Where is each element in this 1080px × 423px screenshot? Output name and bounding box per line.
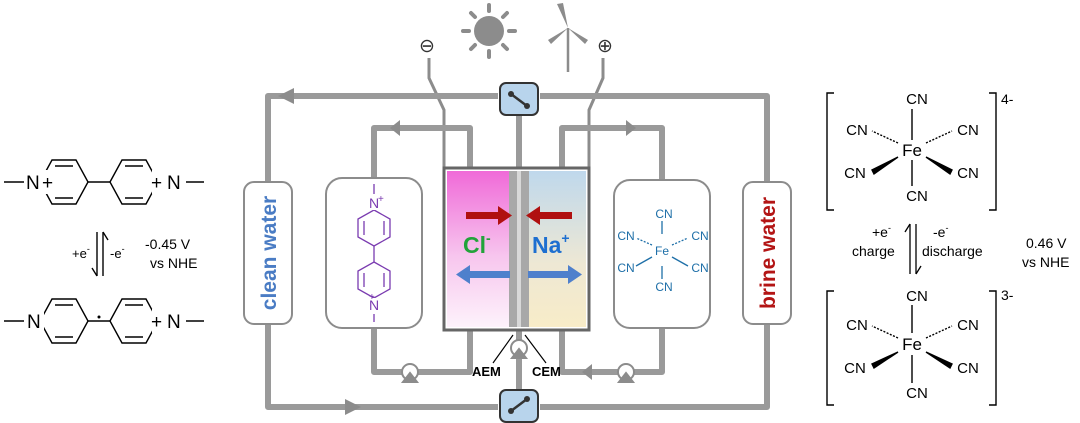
viologen-potential: -0.45 V [145, 236, 191, 252]
bottom-cn-upper-right: CN [957, 317, 979, 334]
center-channel [517, 171, 521, 327]
ferro-discharge-label: discharge [922, 243, 983, 259]
anolyte-pump-icon [400, 363, 420, 383]
top-cn-lower-left: CN [844, 165, 866, 182]
top-cn-top: CN [906, 91, 928, 108]
bottom-complex-charge: 3- [1001, 287, 1014, 303]
ferro-charge-label: charge [852, 243, 895, 259]
svg-text:-e-: -e- [933, 223, 948, 240]
svg-text:+e-: +e- [872, 223, 891, 240]
anolyte-plus-bottom: + [369, 292, 375, 303]
lower-n-right: N [167, 312, 181, 333]
catholyte-ferrocyanide-structure [635, 221, 689, 279]
desalination-cell: Cl- Na+ AEM CEM [442, 166, 591, 379]
cathode-compartment [529, 171, 586, 327]
positive-terminal-icon: ⊕ [597, 36, 613, 57]
catholyte-cn-lower-left: CN [617, 261, 634, 275]
lower-n-left: N [27, 312, 41, 333]
top-cn-upper-left: CN [846, 122, 868, 139]
viologen-labels: N + + N +e- -e- -0.45 V vs NHE N + N [24, 170, 197, 333]
brine-water-label: brine water [757, 197, 780, 309]
valve-switch-top[interactable] [499, 82, 539, 116]
catholyte-fe: Fe [655, 244, 669, 258]
flow-direction-arrows [278, 88, 636, 415]
top-complex-charge: 4- [1001, 91, 1014, 107]
svg-text:+e-: +e- [72, 244, 90, 261]
catholyte-tank: Fe CN CN CN CN CN CN [613, 179, 711, 329]
top-fe: Fe [902, 141, 922, 160]
sodium-charge: + [561, 230, 569, 246]
lower-plus-right: + [151, 312, 162, 333]
center-pump-icon [509, 339, 529, 359]
svg-text:Cl-: Cl- [463, 230, 491, 258]
valve-switch-bottom[interactable] [499, 389, 539, 423]
cem-membrane [521, 171, 529, 327]
red-converging-arrows [466, 206, 572, 225]
pump-icons [400, 339, 636, 383]
bottom-cn-upper-left: CN [846, 317, 868, 334]
aem-label: AEM [472, 364, 501, 379]
chloride-ion-label: Cl [463, 232, 486, 258]
ferro-reverse-sup: - [945, 223, 948, 233]
chloride-charge: - [486, 230, 491, 246]
bottom-cn-top: CN [906, 288, 928, 305]
catholyte-cn-lower-right: CN [691, 261, 708, 275]
catholyte-cn-upper-left: CN [617, 229, 634, 243]
anolyte-n-top: N [369, 195, 379, 211]
catholyte-cn-bottom: CN [655, 280, 672, 294]
svg-text:-e-: -e- [110, 244, 125, 261]
radical-dot [97, 315, 101, 319]
wind-turbine-icon [548, 3, 588, 72]
viologen-forward-label: +e [72, 246, 87, 261]
bottom-fe: Fe [902, 335, 922, 354]
ferro-potential: 0.46 V [1026, 235, 1067, 251]
ferro-reference: vs NHE [1022, 254, 1069, 270]
top-cn-bottom: CN [906, 188, 928, 205]
viologen-reverse-sup: - [122, 244, 125, 254]
blue-diverging-arrows [456, 265, 582, 284]
ferrocyanide-panel: Fe CN CN CN CN CN CN 4- +e- charge -e- d… [826, 91, 1069, 406]
aem-membrane [509, 171, 517, 327]
catholyte-cn-top: CN [655, 207, 672, 221]
viologen-equilibrium-arrows [91, 231, 109, 277]
clean-water-tank: clean water [243, 181, 293, 325]
catholyte-cn-upper-right: CN [691, 229, 708, 243]
bottom-cn-lower-right: CN [957, 360, 979, 377]
upper-n-right: N [167, 173, 181, 194]
bottom-cn-lower-left: CN [844, 360, 866, 377]
upper-n-left: N [26, 173, 40, 194]
anode-compartment [447, 171, 509, 327]
ferro-forward-sup: - [888, 223, 891, 233]
ferricyanide-structure [826, 290, 997, 406]
svg-text:Na+: Na+ [532, 230, 570, 258]
sodium-ion-label: Na [532, 232, 562, 258]
upper-plus-left: + [42, 173, 53, 194]
viologen-reverse-label: -e [110, 246, 122, 261]
brine-water-tank: brine water [742, 181, 792, 325]
cem-label: CEM [532, 364, 561, 379]
flow-pipes [265, 93, 770, 410]
bottom-cn-bottom: CN [906, 385, 928, 402]
ferrocyanide-structure [826, 92, 997, 211]
ferro-forward-label: +e [872, 224, 888, 240]
anolyte-tank: N + N + [325, 177, 423, 329]
clean-water-label: clean water [258, 196, 281, 310]
upper-plus-right: + [151, 173, 162, 194]
membrane-callouts [492, 334, 547, 364]
ferro-reverse-label: -e [933, 224, 946, 240]
ferrocyanide-equilibrium-arrows [904, 223, 922, 275]
viologen-radical-structure [4, 298, 204, 344]
negative-terminal-icon: ⊖ [419, 36, 435, 57]
top-cn-lower-right: CN [957, 165, 979, 182]
catholyte-pump-icon [616, 363, 636, 383]
anolyte-plus-top: + [378, 194, 384, 205]
sun-icon [461, 3, 517, 59]
viologen-reference: vs NHE [150, 255, 197, 271]
anolyte-n-bottom: N [369, 297, 379, 313]
top-cn-upper-right: CN [957, 122, 979, 139]
viologen-forward-sup: - [87, 244, 90, 254]
electrode-polarity: ⊖ ⊕ [419, 36, 613, 57]
